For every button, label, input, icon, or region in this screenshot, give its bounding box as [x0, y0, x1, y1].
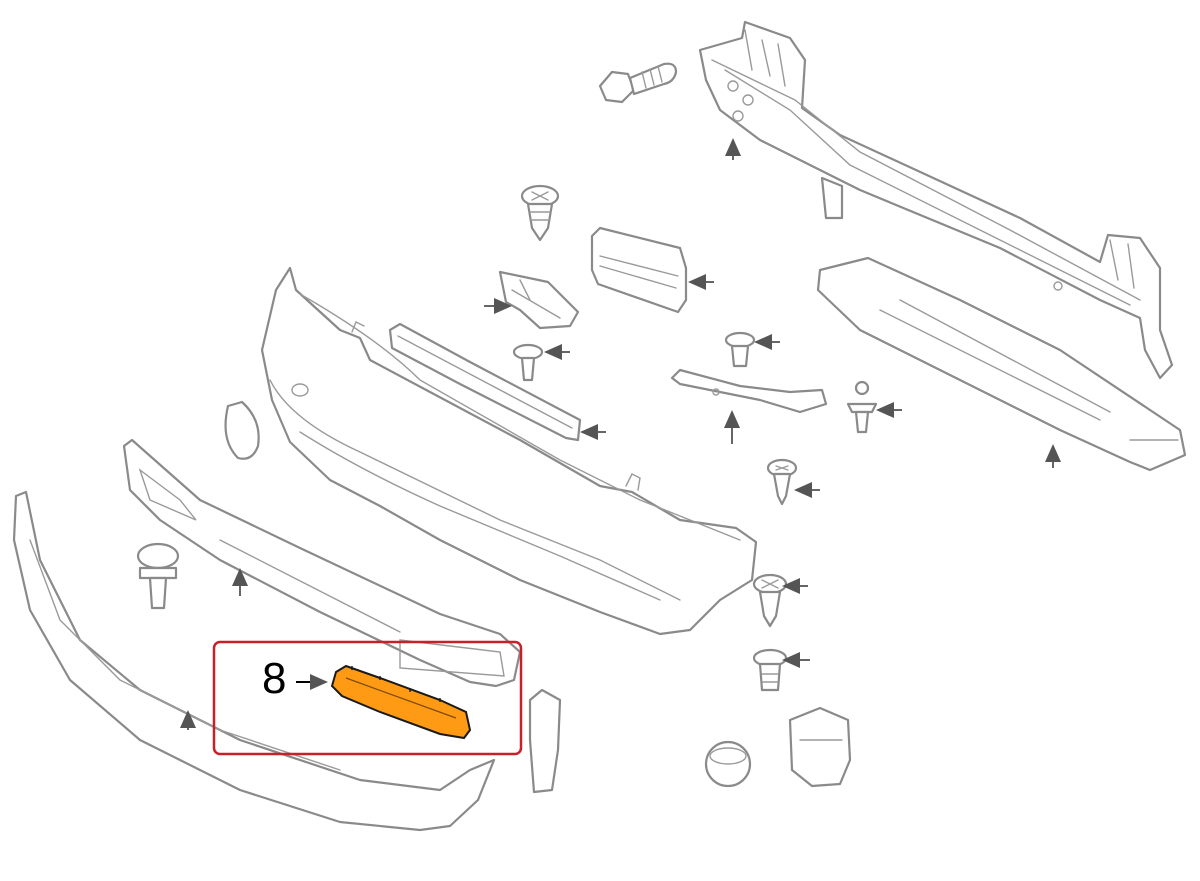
lower-diffuser [122, 438, 522, 688]
push-clip [136, 542, 180, 610]
clip [724, 331, 756, 368]
bumper-cover [260, 266, 758, 636]
screw [520, 184, 560, 242]
tow-eye-cover [224, 400, 260, 460]
reflector-block [590, 226, 688, 314]
bolt [598, 62, 678, 104]
trim-strip [388, 322, 582, 442]
clip [752, 648, 788, 692]
highlighted-insert-part-8 [330, 664, 472, 740]
callout-number: 8 [262, 654, 287, 703]
lower-trim-strip [12, 490, 496, 832]
clip [512, 343, 544, 382]
screw [752, 573, 788, 628]
side-bracket [670, 368, 828, 414]
energy-absorber [816, 256, 1187, 472]
sensor-ring [704, 740, 752, 788]
bracket [498, 270, 580, 330]
parking-sensor [788, 706, 852, 788]
pin-clip [846, 380, 878, 434]
callout-highlight-box [212, 640, 523, 756]
bumper-reinforcement-beam [698, 20, 1174, 380]
corner-bracket [528, 688, 562, 794]
screw [766, 458, 798, 506]
